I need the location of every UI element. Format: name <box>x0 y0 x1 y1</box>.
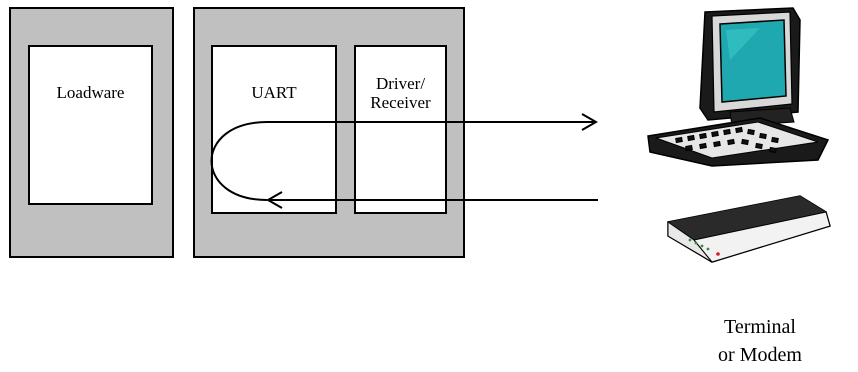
terminal-label-line1: Terminal <box>700 316 820 338</box>
receive-arrow <box>268 192 598 208</box>
modem-icon <box>668 196 830 262</box>
terminal-label-line2: or Modem <box>700 344 820 366</box>
transmit-arrow <box>267 114 596 130</box>
computer-terminal-icon <box>648 8 828 166</box>
loopback-arc <box>212 122 268 200</box>
